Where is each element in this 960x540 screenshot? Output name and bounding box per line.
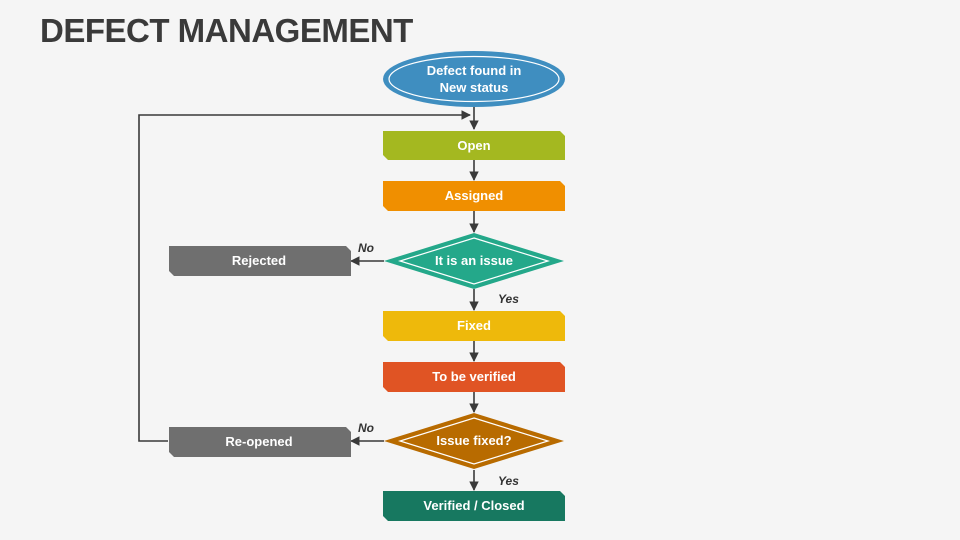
fixed-decision-label: Issue fixed?: [436, 433, 511, 448]
assigned-box: [383, 181, 565, 211]
open-box: [383, 131, 565, 160]
start-label-line2: New status: [440, 80, 509, 95]
start-ellipse: [383, 51, 565, 107]
node-open: Open: [383, 131, 565, 160]
closed-box: [383, 491, 565, 521]
node-closed: Verified / Closed: [383, 491, 565, 521]
start-label-line1: Defect found in: [427, 63, 522, 78]
edge-label-issue-no: No: [358, 241, 374, 255]
node-start: Defect found in New status: [383, 51, 565, 107]
node-to-be-verified: To be verified: [383, 362, 565, 392]
node-fixed: Fixed: [383, 311, 565, 341]
start-ellipse-inner-ring: [388, 55, 560, 103]
node-assigned: Assigned: [383, 181, 565, 211]
issue-decision-label: It is an issue: [435, 253, 513, 268]
fixed-diamond-inner-ring: [397, 417, 551, 465]
node-decision-fixed: Issue fixed?: [384, 413, 564, 469]
node-reopened: Re-opened: [169, 427, 351, 457]
fixed-box: [383, 311, 565, 341]
issue-diamond: [384, 233, 564, 289]
open-label: Open: [457, 138, 490, 153]
edge-label-issue-yes: Yes: [498, 292, 519, 306]
reopened-label: Re-opened: [225, 434, 292, 449]
connectors: [138, 106, 479, 491]
edge-label-fixed-no: No: [358, 421, 374, 435]
closed-label: Verified / Closed: [423, 498, 524, 513]
node-decision-issue: It is an issue: [384, 233, 564, 289]
node-rejected: Rejected: [169, 246, 351, 276]
page-title: DEFECT MANAGEMENT: [40, 12, 413, 49]
rejected-box: [169, 246, 351, 276]
reopened-box: [169, 427, 351, 457]
assigned-label: Assigned: [445, 188, 504, 203]
edge-label-fixed-yes: Yes: [498, 474, 519, 488]
to-be-verified-label: To be verified: [432, 369, 516, 384]
arrow-reopened-loop-to-open: [138, 110, 471, 442]
to-be-verified-box: [383, 362, 565, 392]
fixed-diamond: [384, 413, 564, 469]
fixed-label: Fixed: [457, 318, 491, 333]
rejected-label: Rejected: [232, 253, 286, 268]
issue-diamond-inner-ring: [397, 237, 551, 285]
